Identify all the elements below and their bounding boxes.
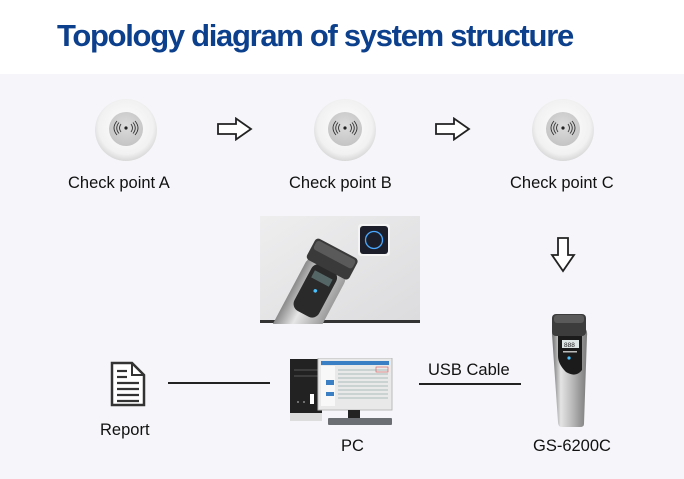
svg-text:888: 888: [564, 342, 575, 349]
checkpoint-a-icon: [94, 98, 158, 162]
document-icon: [110, 361, 146, 412]
checkpoint-b-icon: [313, 98, 377, 162]
usb-cable-label: USB Cable: [428, 361, 510, 379]
header-band: Topology diagram of system structure: [0, 0, 684, 74]
checkpoint-c-icon: [531, 98, 595, 162]
rfid-signal-icon: [113, 120, 139, 136]
pc-label: PC: [341, 437, 364, 455]
arrow-down-icon: [550, 236, 576, 279]
connection-line-report-pc: [168, 382, 270, 384]
device-label: GS-6200C: [533, 437, 611, 455]
rfid-signal-icon: [550, 120, 576, 136]
arrow-right-icon: [434, 116, 472, 146]
report-label: Report: [100, 421, 150, 439]
arrow-right-icon: [216, 116, 254, 146]
desktop-computer-icon: [288, 357, 394, 426]
checkpoint-a-label: Check point A: [68, 174, 170, 192]
reader-scanning-photo: [258, 214, 420, 351]
checkpoint-b-label: Check point B: [289, 174, 392, 192]
handheld-reader-icon: 888: [548, 312, 590, 428]
connection-line-pc-device: [419, 383, 521, 385]
page-title: Topology diagram of system structure: [57, 18, 574, 53]
checkpoint-c-label: Check point C: [510, 174, 614, 192]
rfid-signal-icon: [332, 120, 358, 136]
